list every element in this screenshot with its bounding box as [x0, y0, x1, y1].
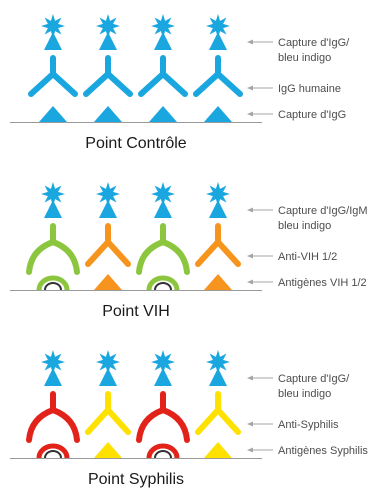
leader-arrow-icon: [247, 375, 253, 381]
burst-star-icon: [96, 350, 120, 374]
capture-label-line: Capture d'IgG/: [278, 37, 350, 49]
antigen-arc-icon: [36, 443, 70, 459]
antigen-arc-inner: [44, 282, 62, 291]
middle-label: Anti-VIH 1/2: [278, 251, 337, 263]
leader-arrow-icon: [247, 111, 253, 117]
y-antibody-arms: [26, 406, 80, 443]
leader-arrow-icon: [247, 279, 253, 285]
antigen-triangle-icon: [94, 274, 122, 290]
antigen-triangle-icon: [204, 106, 232, 122]
capture-triangle-icon: [44, 200, 62, 218]
burst-star-icon: [41, 182, 65, 206]
antigen-arc-icon: [146, 275, 180, 291]
capture-triangle-icon: [209, 200, 227, 218]
capture-label-line: Capture d'IgG/: [278, 373, 350, 385]
panel-title: Point VIH: [102, 303, 170, 320]
middle-label: Anti-Syphilis: [278, 419, 339, 431]
capture-triangle-icon: [154, 200, 172, 218]
burst-star-icon: [151, 350, 175, 374]
burst-star-icon: [206, 350, 230, 374]
antigen-arc-inner: [154, 282, 172, 291]
burst-star-icon: [206, 182, 230, 206]
panel-title: Point Syphilis: [88, 471, 184, 488]
capture-triangle-icon: [44, 368, 62, 386]
antibody-unit: [26, 182, 80, 291]
antibody-unit: [136, 182, 190, 291]
leader-arrow-icon: [247, 39, 253, 45]
antibody-unit: [85, 182, 131, 290]
antigen-triangle-icon: [39, 106, 67, 122]
capture-triangle-icon: [99, 368, 117, 386]
burst-star-icon: [96, 182, 120, 206]
bottom-label: Antigènes Syphilis: [278, 445, 368, 457]
antibody-unit: [28, 14, 78, 122]
antigen-triangle-icon: [94, 442, 122, 458]
y-antibody-arms: [85, 239, 131, 267]
antibody-unit: [138, 14, 188, 122]
antibody-unit: [85, 350, 131, 458]
capture-triangle-icon: [209, 32, 227, 50]
capture-label-line: bleu indigo: [278, 388, 331, 400]
antigen-triangle-icon: [204, 274, 232, 290]
antibody-unit: [83, 14, 133, 122]
antigen-triangle-icon: [204, 442, 232, 458]
burst-star-icon: [151, 14, 175, 38]
leader-arrow-icon: [247, 421, 253, 427]
antibody-unit: [26, 350, 80, 459]
y-antibody-arms: [195, 239, 241, 267]
leader-arrow-icon: [247, 447, 253, 453]
antigen-arc-inner: [44, 450, 62, 459]
panel-3: Capture d'IgG/bleu indigoAnti-SyphilisAn…: [10, 350, 368, 488]
middle-label: IgG humaine: [278, 83, 341, 95]
y-antibody-arms: [138, 71, 188, 97]
antigen-arc-icon: [36, 275, 70, 291]
burst-star-icon: [41, 350, 65, 374]
antigen-arc-inner: [154, 450, 172, 459]
antigen-triangle-icon: [94, 106, 122, 122]
antibody-unit: [195, 182, 241, 290]
antigen-arc-icon: [146, 443, 180, 459]
y-antibody-arms: [193, 71, 243, 97]
burst-star-icon: [96, 14, 120, 38]
capture-triangle-icon: [99, 32, 117, 50]
leader-arrow-icon: [247, 253, 253, 259]
capture-triangle-icon: [154, 32, 172, 50]
antibody-unit: [193, 14, 243, 122]
y-antibody-arms: [136, 238, 190, 275]
bottom-label: Antigènes VIH 1/2: [278, 277, 367, 289]
panel-title: Point Contrôle: [85, 135, 186, 152]
capture-triangle-icon: [99, 200, 117, 218]
capture-label-line: bleu indigo: [278, 52, 331, 64]
capture-triangle-icon: [209, 368, 227, 386]
capture-triangle-icon: [154, 368, 172, 386]
capture-label-line: bleu indigo: [278, 220, 331, 232]
leader-arrow-icon: [247, 207, 253, 213]
burst-star-icon: [206, 14, 230, 38]
capture-triangle-icon: [44, 32, 62, 50]
y-antibody-arms: [85, 407, 131, 435]
y-antibody-arms: [28, 71, 78, 97]
y-antibody-arms: [26, 238, 80, 275]
antigen-triangle-icon: [149, 106, 177, 122]
y-antibody-arms: [83, 71, 133, 97]
burst-star-icon: [151, 182, 175, 206]
burst-star-icon: [41, 14, 65, 38]
y-antibody-arms: [195, 407, 241, 435]
bottom-label: Capture d'IgG: [278, 109, 346, 121]
antibody-unit: [195, 350, 241, 458]
y-antibody-arms: [136, 406, 190, 443]
leader-arrow-icon: [247, 85, 253, 91]
antibody-unit: [136, 350, 190, 459]
capture-label-line: Capture d'IgG/IgM: [278, 205, 368, 217]
